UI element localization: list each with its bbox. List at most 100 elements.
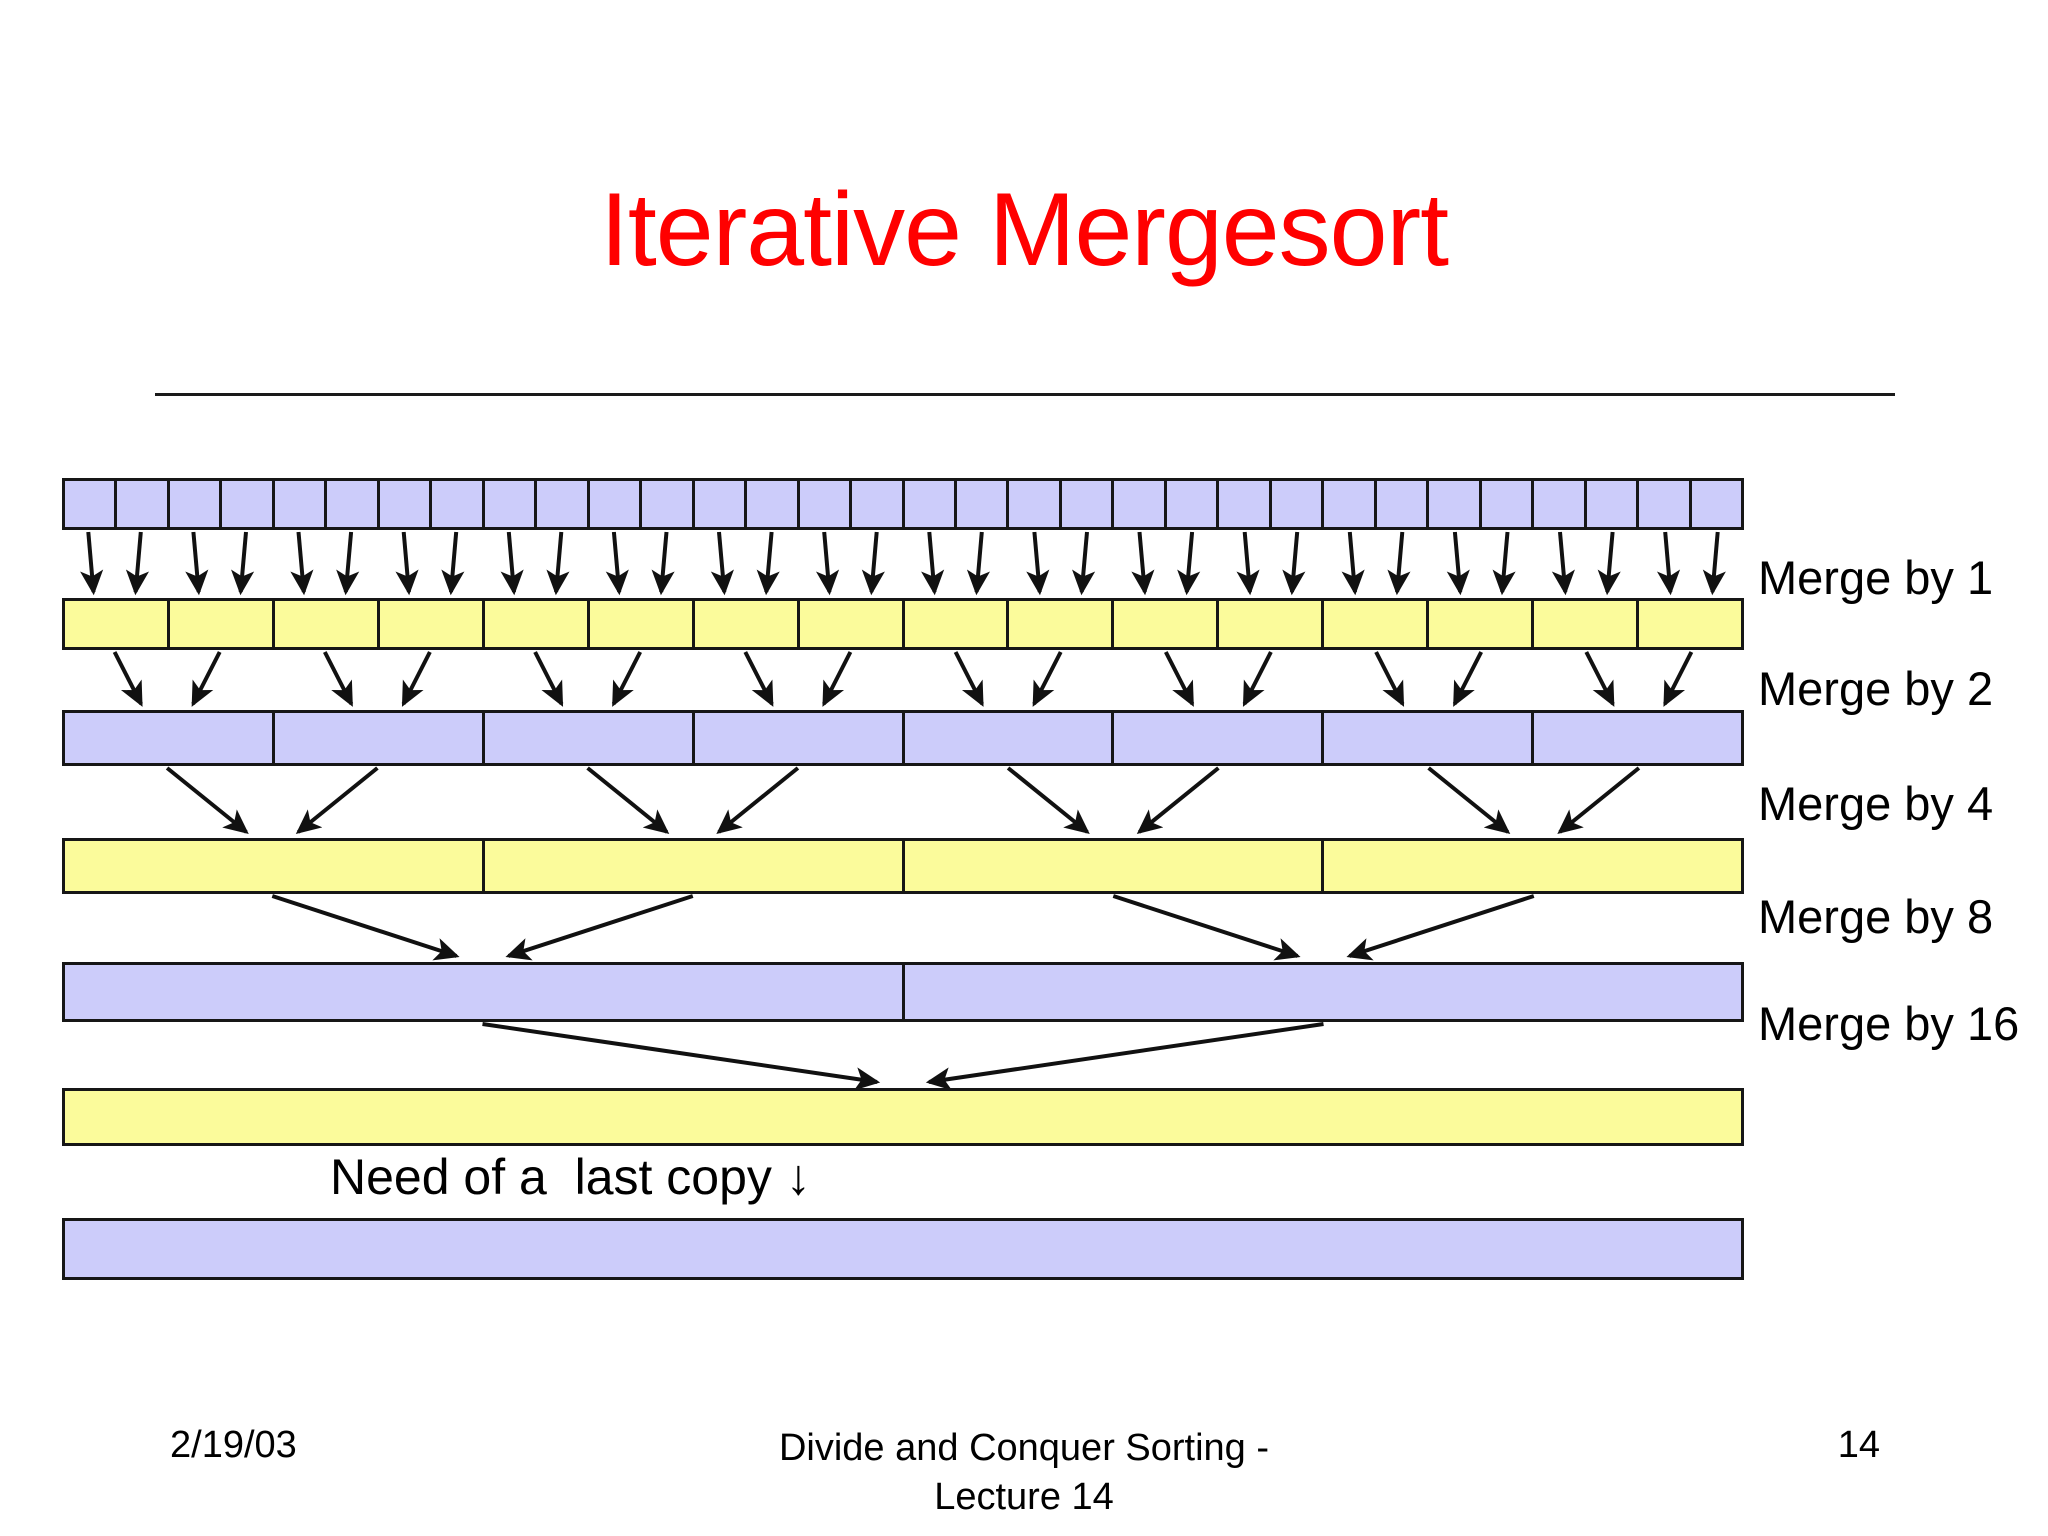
array-cell [1114, 481, 1167, 527]
merge-arrow [1032, 651, 1063, 707]
merge-arrow [921, 531, 945, 596]
footer-title-line2: Lecture 14 [934, 1475, 1114, 1518]
merge-arrow [441, 531, 465, 596]
merge-arrow [953, 651, 984, 707]
merge-arrow [1551, 531, 1575, 596]
merge-arrow [1584, 651, 1615, 707]
merge-arrow [651, 531, 675, 596]
array-cell [274, 713, 485, 763]
array-cell [1219, 481, 1272, 527]
array-cell [484, 601, 590, 647]
merge-arrow [1387, 531, 1411, 596]
merge-by-8-label: Merge by 8 [1758, 890, 1994, 943]
array-cell [1481, 481, 1535, 527]
array-cell [589, 481, 643, 527]
merge-arrow [231, 531, 255, 596]
merge-arrow [605, 531, 629, 596]
array-cell [799, 481, 853, 527]
merge-arrow [1452, 651, 1483, 707]
merge-arrow [1656, 531, 1681, 596]
last-copy-note: Need of a last copy ↓ [330, 1152, 811, 1202]
merge-arrow [482, 1022, 881, 1091]
array-cell [65, 601, 170, 647]
merge-arrow [112, 651, 143, 707]
merge-arrow [1341, 531, 1365, 596]
array-cell [169, 481, 223, 527]
merge-arrow [1236, 531, 1260, 596]
array-cell [1429, 601, 1535, 647]
merge-arrow [1006, 766, 1090, 835]
merge-arrow [815, 531, 840, 596]
down-arrow-icon: ↓ [785, 1149, 811, 1205]
merge-arrow [1072, 531, 1096, 596]
array-cell [1534, 713, 1741, 763]
merge-arrow [710, 531, 734, 596]
array-cell [747, 481, 800, 527]
merge-arrow [1112, 894, 1301, 961]
merge-by-2-label: Merge by 2 [1758, 662, 1994, 715]
merge-arrow [586, 766, 670, 835]
merge-arrow [966, 531, 991, 596]
merge-arrow [500, 531, 524, 596]
array-cell [1009, 481, 1062, 527]
merge-arrow [611, 651, 642, 707]
footer-title: Divide and Conquer Sorting - Lecture 14 [0, 1424, 2048, 1521]
merge-arrow [505, 894, 694, 961]
array-cell [1639, 481, 1692, 527]
array-cell [484, 713, 695, 763]
last-copy-text: Need of a last copy [330, 1149, 786, 1205]
merge-arrow [756, 531, 780, 596]
array-cell [1009, 601, 1115, 647]
array-cell [1324, 481, 1377, 527]
merge-arrow [1557, 766, 1641, 835]
merge-arrow [743, 651, 774, 707]
merge-arrow [401, 651, 432, 707]
title-divider [155, 393, 1895, 396]
merge-arrow [1136, 766, 1220, 835]
array-cell [117, 481, 170, 527]
merge-arrow [925, 1022, 1324, 1091]
merge-arrow [290, 531, 314, 596]
array-cell [694, 601, 800, 647]
merge-arrow [1446, 531, 1470, 596]
array-cell [379, 601, 485, 647]
array-cell [799, 601, 905, 647]
merge-arrow [1374, 651, 1405, 707]
array-cell [1534, 481, 1587, 527]
array-cell [1324, 601, 1430, 647]
array-cell [169, 601, 275, 647]
array-cell [904, 481, 957, 527]
array-cell [65, 481, 118, 527]
merge-by-16-label: Merge by 16 [1758, 997, 2020, 1050]
array-cell [1114, 713, 1325, 763]
array-cell [956, 481, 1010, 527]
merge-arrow [185, 531, 209, 596]
array-cell [1429, 481, 1482, 527]
merge-arrow [822, 651, 853, 707]
array-cell [379, 481, 433, 527]
merge-arrow [1177, 531, 1201, 596]
merge-arrow [1026, 531, 1050, 596]
array-cell [852, 481, 905, 527]
merge-arrow [861, 531, 885, 596]
merge-arrow [1702, 531, 1726, 596]
array-cell [222, 481, 275, 527]
array-cell [537, 481, 590, 527]
array-cell [904, 841, 1325, 891]
array-row-merge-8 [62, 962, 1744, 1022]
array-cell [1166, 481, 1220, 527]
merge-arrow [336, 531, 360, 596]
array-row-final-copy [62, 1218, 1744, 1280]
merge-arrow [1164, 651, 1195, 707]
merge-by-4-label: Merge by 4 [1758, 777, 1994, 830]
array-row-merge-16 [62, 1088, 1744, 1146]
array-cell [904, 713, 1115, 763]
merge-arrow [546, 531, 570, 596]
merge-arrow [1346, 894, 1535, 961]
array-cell [1586, 481, 1640, 527]
merge-arrow [165, 766, 249, 835]
merge-arrow [1663, 651, 1694, 707]
array-cell [1271, 481, 1325, 527]
merge-arrow [1492, 531, 1516, 596]
